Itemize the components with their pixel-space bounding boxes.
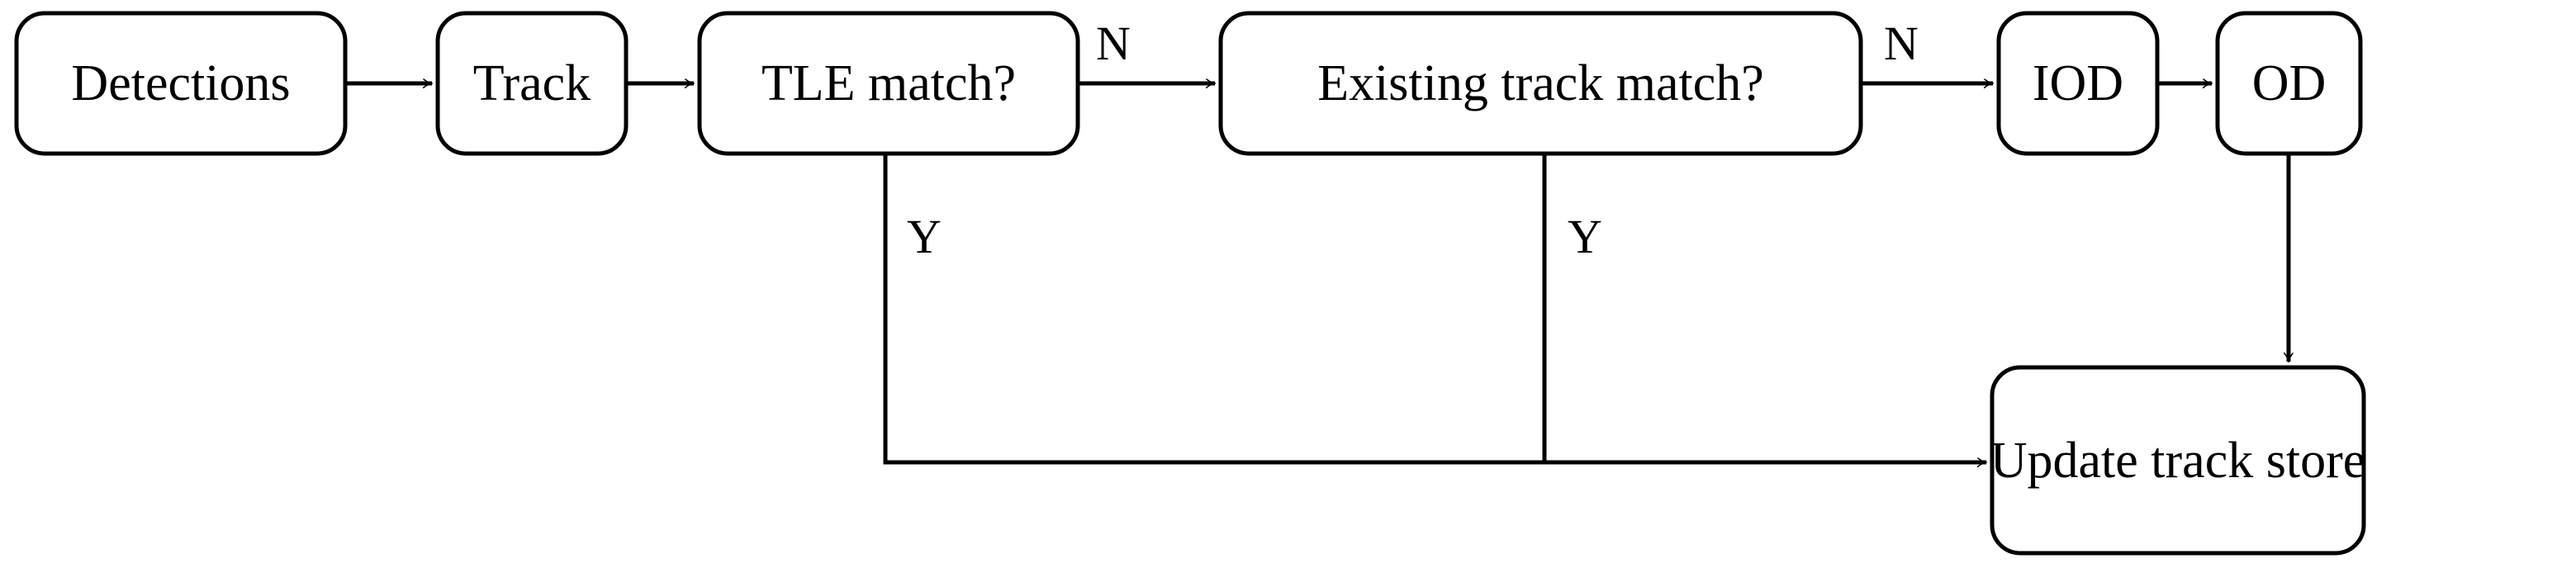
edge-label-tle-match-yes: Y bbox=[907, 210, 942, 263]
node-update-store-shape bbox=[1990, 365, 2366, 556]
node-tle-match-shape bbox=[697, 11, 1080, 156]
node-detections-shape bbox=[14, 11, 348, 156]
node-existing-match-shape bbox=[1218, 11, 1863, 156]
node-od-shape bbox=[2215, 11, 2363, 156]
edge-label-existing-match-yes: Y bbox=[1568, 210, 1602, 263]
edge-tle-match-yes-to-update-store bbox=[883, 154, 1986, 462]
node-track-shape bbox=[435, 11, 629, 156]
edge-label-existing-match-no: N bbox=[1884, 17, 1919, 70]
node-iod-shape bbox=[1996, 11, 2160, 156]
edge-label-tle-match-no: N bbox=[1096, 17, 1131, 70]
